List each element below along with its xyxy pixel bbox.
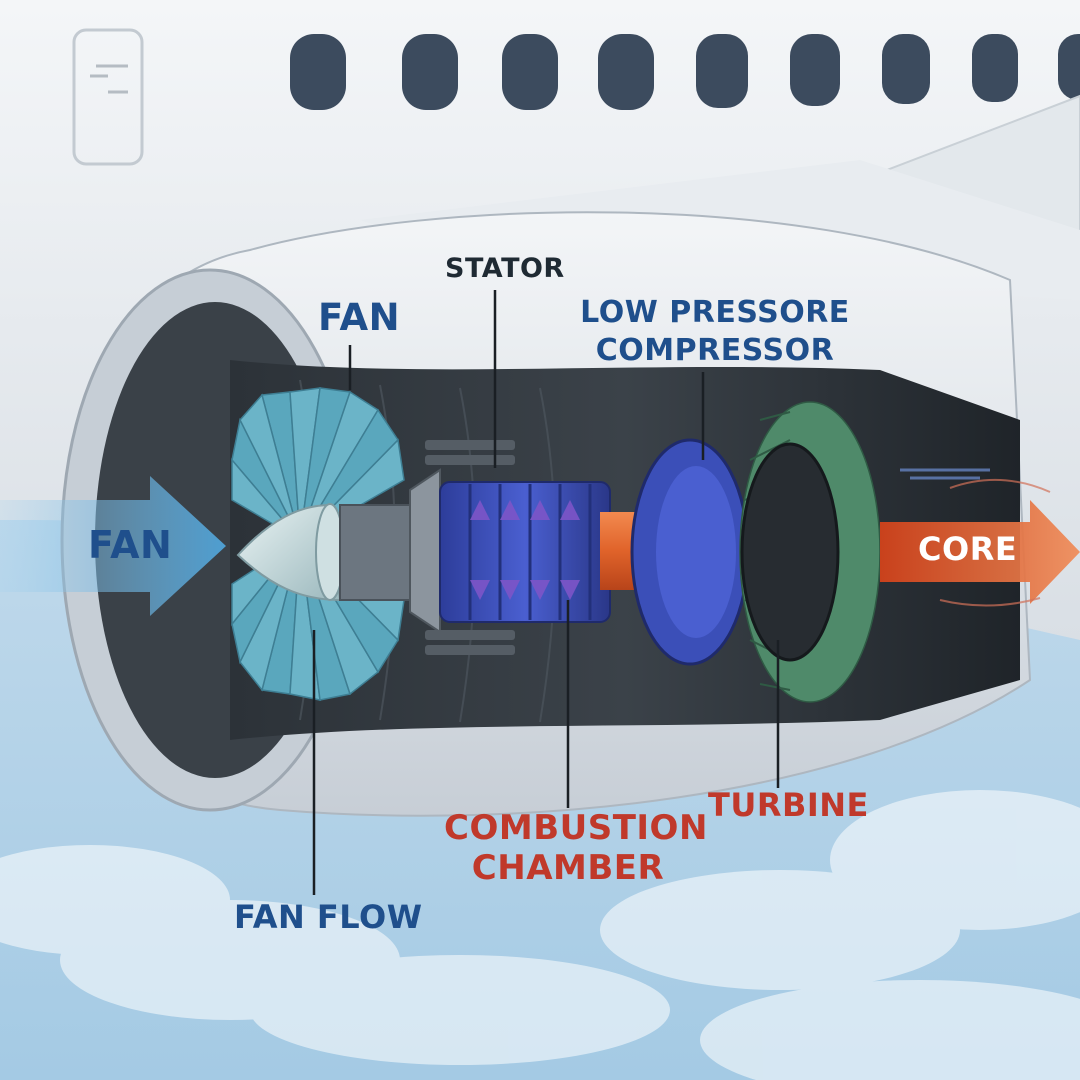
window-icon [882,34,930,104]
fan-arrow-icon [0,476,226,616]
turbine-hub [740,442,840,662]
fan-hub [339,504,421,601]
core-arrow-icon [880,500,1080,604]
stator-vanes [425,440,515,655]
stator-label: STATOR [445,253,565,284]
leader-lines [312,290,780,895]
fan-flow-label: FAN FLOW [234,898,423,936]
window-icon [598,34,654,110]
fuselage-door-icon [72,28,144,166]
window-icon [696,34,748,108]
compressor-spool [439,481,611,623]
combustion-label-line-2: CHAMBER [471,848,665,888]
window-icon [290,34,346,110]
window-icon [1058,34,1080,100]
clouds [0,790,1080,1080]
combustion-label-line-1: COMBUSTION [444,808,708,848]
window-icon [502,34,558,110]
window-icon [402,34,458,110]
lpc-label-line-2: COMPRESSOR [595,333,835,368]
window-row [290,34,1080,110]
turbine-label: TURBINE [708,786,869,824]
lpc-label-line-1: LOW PRESSORE [580,295,850,330]
fan-label: FAN [318,296,401,339]
combustion-chamber-label: COMBUSTION CHAMBER [444,808,708,888]
low-pressure-compressor-label: LOW PRESSORE COMPRESSOR [560,294,870,370]
window-icon [972,34,1018,102]
fan-arrow-label: FAN [88,523,173,567]
stator [409,468,441,634]
core-label: CORE [918,530,1018,568]
window-icon [790,34,840,106]
